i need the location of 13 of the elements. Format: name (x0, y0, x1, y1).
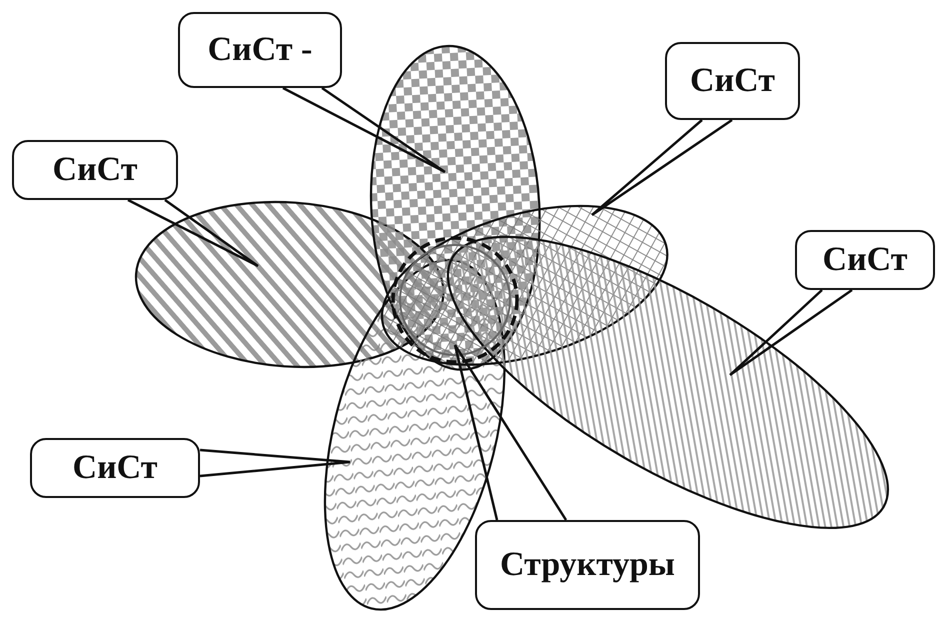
leader-line (198, 448, 352, 478)
leader-line (282, 86, 446, 174)
leader-line (126, 198, 260, 268)
dashed-circle (391, 236, 519, 364)
callout-label: СиСт (30, 438, 200, 498)
callout-label: СиСт (12, 140, 178, 200)
callout-label: Структуры (475, 520, 700, 610)
leader-line (590, 118, 734, 216)
leader-line (454, 344, 568, 522)
callout-label: СиСт (795, 230, 935, 290)
callout-label: СиСт (665, 42, 800, 120)
leader-line (728, 288, 854, 376)
callout-label: СиСт - (178, 12, 342, 88)
